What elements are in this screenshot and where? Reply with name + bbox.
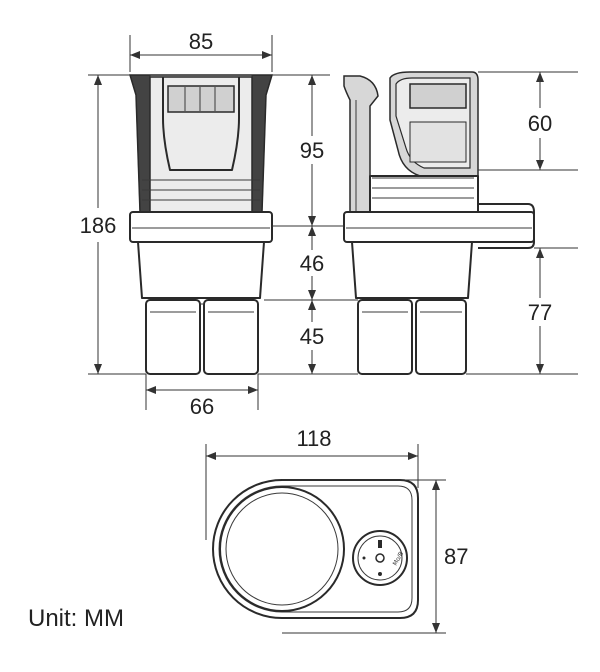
dim-plan-depth: 87 [282,479,468,634]
side-lower-height-label: 77 [528,300,552,325]
unit-label: Unit: MM [28,605,124,632]
top-view: Mo/B [212,479,419,619]
total-height-label: 186 [80,213,117,238]
top-width-label: 85 [189,29,213,54]
upper-height-label: 95 [300,138,324,163]
plan-width-label: 118 [296,426,331,451]
side-view [343,71,535,375]
lower-height-label: 45 [300,324,324,349]
dim-total-height: 186 [80,74,146,375]
plan-depth-label: 87 [444,544,468,569]
side-top-height-label: 60 [528,111,552,136]
dim-plan-width: 118 [205,426,419,540]
dim-center-stack: 95 46 45 [258,74,358,375]
dim-top-width: 85 [129,29,273,72]
bottom-width-label: 66 [190,394,214,419]
dim-bottom-width: 66 [145,374,259,419]
front-view [128,74,274,375]
dim-side-right: 60 77 [466,71,578,375]
knob-label: Mo/B [392,551,406,567]
middle-height-label: 46 [300,251,324,276]
